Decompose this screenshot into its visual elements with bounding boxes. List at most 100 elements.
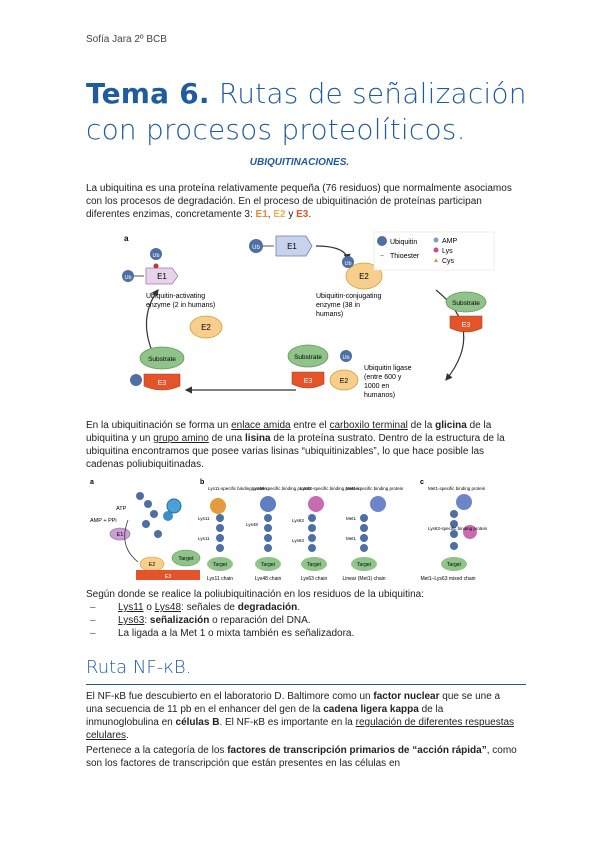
list-i1-t2: : señales de [181, 602, 238, 613]
fig1-ub-left-a: Ub [152, 253, 159, 259]
p4-u1: regulación de diferentes respuestas celu… [86, 717, 515, 741]
fig2-met1-bp: Met1-specific binding protein [346, 486, 404, 491]
list-i2-u: Lys63 [118, 615, 145, 626]
fig2-target-b2: Target [261, 562, 276, 568]
p2-b1: glicina [435, 420, 467, 431]
paragraph-enlace-amida: En la ubiquitinación se forma un enlace … [86, 419, 518, 471]
fig1-e2-shape-left [189, 315, 223, 339]
fig2-target-b1: Target [213, 562, 228, 568]
p2-b2: lisina [245, 433, 271, 444]
fig1-e2-label-right: E2 [359, 272, 369, 281]
fig2-cap-lys48: Lys48 chain [255, 576, 282, 582]
p5-b1: factores de transcripción primarios de “… [227, 745, 487, 756]
fig1-e3-left: E3 [158, 380, 167, 387]
fig1-conjugating-label-2: enzyme (38 in [316, 302, 360, 309]
list-item: La ligada a la Met 1 o mixta también es … [90, 627, 354, 640]
p1-e3: E3 [296, 209, 309, 220]
fig2-chain-lys63: Lys63-specific binding protein Lys63 Lys… [292, 486, 360, 582]
fig2-lys11-b: Lys11 [198, 536, 210, 541]
fig2-target-b3: Target [307, 562, 322, 568]
fig2-amp: AMP + PPi [90, 518, 117, 524]
fig2-chain-met1: Met1-specific binding protein Met1 Met1 … [342, 486, 403, 582]
fig2-cap-lys11: Lys11 chain [207, 576, 233, 582]
fig1-e2-label-left: E2 [201, 323, 211, 332]
fig2-cap-mixed: Met1–Lys63 mixed chain [420, 576, 475, 582]
section-heading-nfkb: Ruta NF-κB. [86, 657, 192, 678]
fig1-ligase-label-4: humanos) [364, 392, 395, 399]
fig2-chain-lys11: Lys11-specific binding protein Lys11 Lys… [198, 486, 267, 582]
fig1-e1-shape-top [275, 235, 313, 257]
fig2-atp: ATP [116, 506, 127, 512]
fig1-ub-middle: Ub [342, 355, 349, 361]
fig1-e1-label-left: E1 [157, 272, 167, 281]
fig1-activating-label-2: enzyme (2 in humans) [146, 302, 215, 309]
p1-e2: E2 [273, 209, 286, 220]
fig1-e1-shape-left [145, 267, 179, 285]
list-i2-t2: o reparación del DNA. [209, 615, 311, 626]
fig1-legend-thio: Thioester [390, 253, 420, 260]
svg-text:~: ~ [380, 253, 384, 260]
fig2-mixed-lys63-bp: Lys63-specific binding protein [428, 526, 488, 531]
fig2-lys63-bp: Lys63-specific binding protein [300, 486, 360, 491]
list-i2-t1: : [144, 615, 150, 626]
author-header: Sofía Jara 2º BCB [86, 34, 167, 45]
fig2-panel-a: a [90, 479, 94, 486]
list-i3: La ligada a la Met 1 o mixta también es … [118, 628, 355, 639]
fig1-legend-lys: Lys [442, 248, 453, 255]
p1-sep2: y [285, 209, 297, 220]
fig1-legend-amp: AMP [442, 238, 458, 245]
title-number: Tema 6. [86, 77, 210, 110]
fig2-chain-lys48: Lys48-specific binding protein Lys48 Tar… [246, 486, 312, 582]
paragraph-ubiquitina-intro: La ubiquitina es una proteína relativame… [86, 182, 516, 221]
p2-t1: En la ubiquitinación se forma un [86, 420, 232, 431]
p2-u1: enlace amida [231, 420, 291, 431]
fig1-e1-label-top: E1 [287, 242, 297, 251]
title-text: Rutas de señalización con procesos prote… [86, 77, 527, 146]
p5-t2: , como son los factores de transcripción… [86, 745, 517, 769]
fig1-ligase-label-3: 1000 en [364, 383, 389, 390]
list-i1-b: degradación [237, 602, 298, 613]
fig1-e2-middle: E2 [340, 378, 349, 385]
p4-t2: que se une a una secuencia de 11 pb en e… [86, 691, 501, 715]
fig1-substrate-middle: Substrate [294, 354, 322, 361]
fig2-lys11-bp: Lys11-specific binding protein [208, 486, 267, 491]
p5-t1: Pertenece a la categoría de los [86, 745, 228, 756]
fig2-mixed-met1-bp: Met1-specific binding protein [428, 486, 486, 491]
ubiquitin-residue-list: Lys11 o Lys48: señales de degradación. L… [90, 601, 354, 640]
fig1-legend-ub: Ubiquitin [390, 239, 417, 246]
fig1-ub-text-top: Ub [252, 245, 260, 251]
p1-text: La ubiquitina es una proteína relativame… [86, 183, 512, 220]
p4-b2: cadena ligera kappa [323, 704, 419, 715]
polyubiquitin-chains-figure: a b c ATP AMP + PPi E1 E2 Target E3 Lys1… [90, 479, 488, 582]
p4-t3: de la inmunoglobulina en [86, 704, 444, 728]
fig2-cap-lys63: Lys63 chain [301, 576, 328, 582]
fig2-chain-mixed: Met1-specific binding protein Lys63-spec… [420, 486, 487, 582]
p1-e1: E1 [255, 209, 268, 220]
fig1-ligase-label: Ubiquitin ligase [364, 365, 412, 372]
paragraph-nfkb-discovery: El NF-κB fue descubierto en el laborator… [86, 690, 518, 742]
p4-t1: El NF-κB fue descubierto en el laborator… [86, 691, 374, 702]
list-item: Lys11 o Lys48: señales de degradación. [90, 601, 354, 614]
fig1-conjugating-label-3: humans) [316, 311, 343, 318]
p2-u2: carboxilo terminal [329, 420, 408, 431]
fig2-e2: E2 [149, 562, 156, 568]
p2-t4: de la ubiquitina y un [86, 420, 492, 444]
fig2-panel-b: b [200, 479, 204, 486]
ubiquitination-cycle-figure: a Ub E1 Ub Ub E1 Ubiquitin-activating en… [122, 231, 495, 399]
fig1-e3-right: E3 [462, 322, 471, 329]
p4-b1: factor nuclear [373, 691, 440, 702]
fig2-target-a: Target [178, 556, 194, 562]
fig2-e1-ellipse: E1 [117, 532, 124, 538]
fig1-substrate-right: Substrate [452, 300, 480, 307]
fig2-met1-b: Met1 [346, 536, 357, 541]
p4-t4: . El NF-κB es importante en la [219, 717, 356, 728]
fig2-cap-met1: Linear (Met1) chain [342, 576, 385, 582]
list-i1-end: . [297, 602, 300, 613]
fig1-conjugating-label: Ubiquitin-conjugating [316, 293, 381, 300]
p1-end: . [308, 209, 312, 220]
section-divider [86, 684, 526, 685]
p2-u3: grupo amino [153, 433, 209, 444]
fig1-legend-cys: Cys [442, 258, 455, 265]
fig1-ub-ball-top [249, 239, 263, 253]
list-i1-u2: Lys48 [154, 602, 182, 613]
